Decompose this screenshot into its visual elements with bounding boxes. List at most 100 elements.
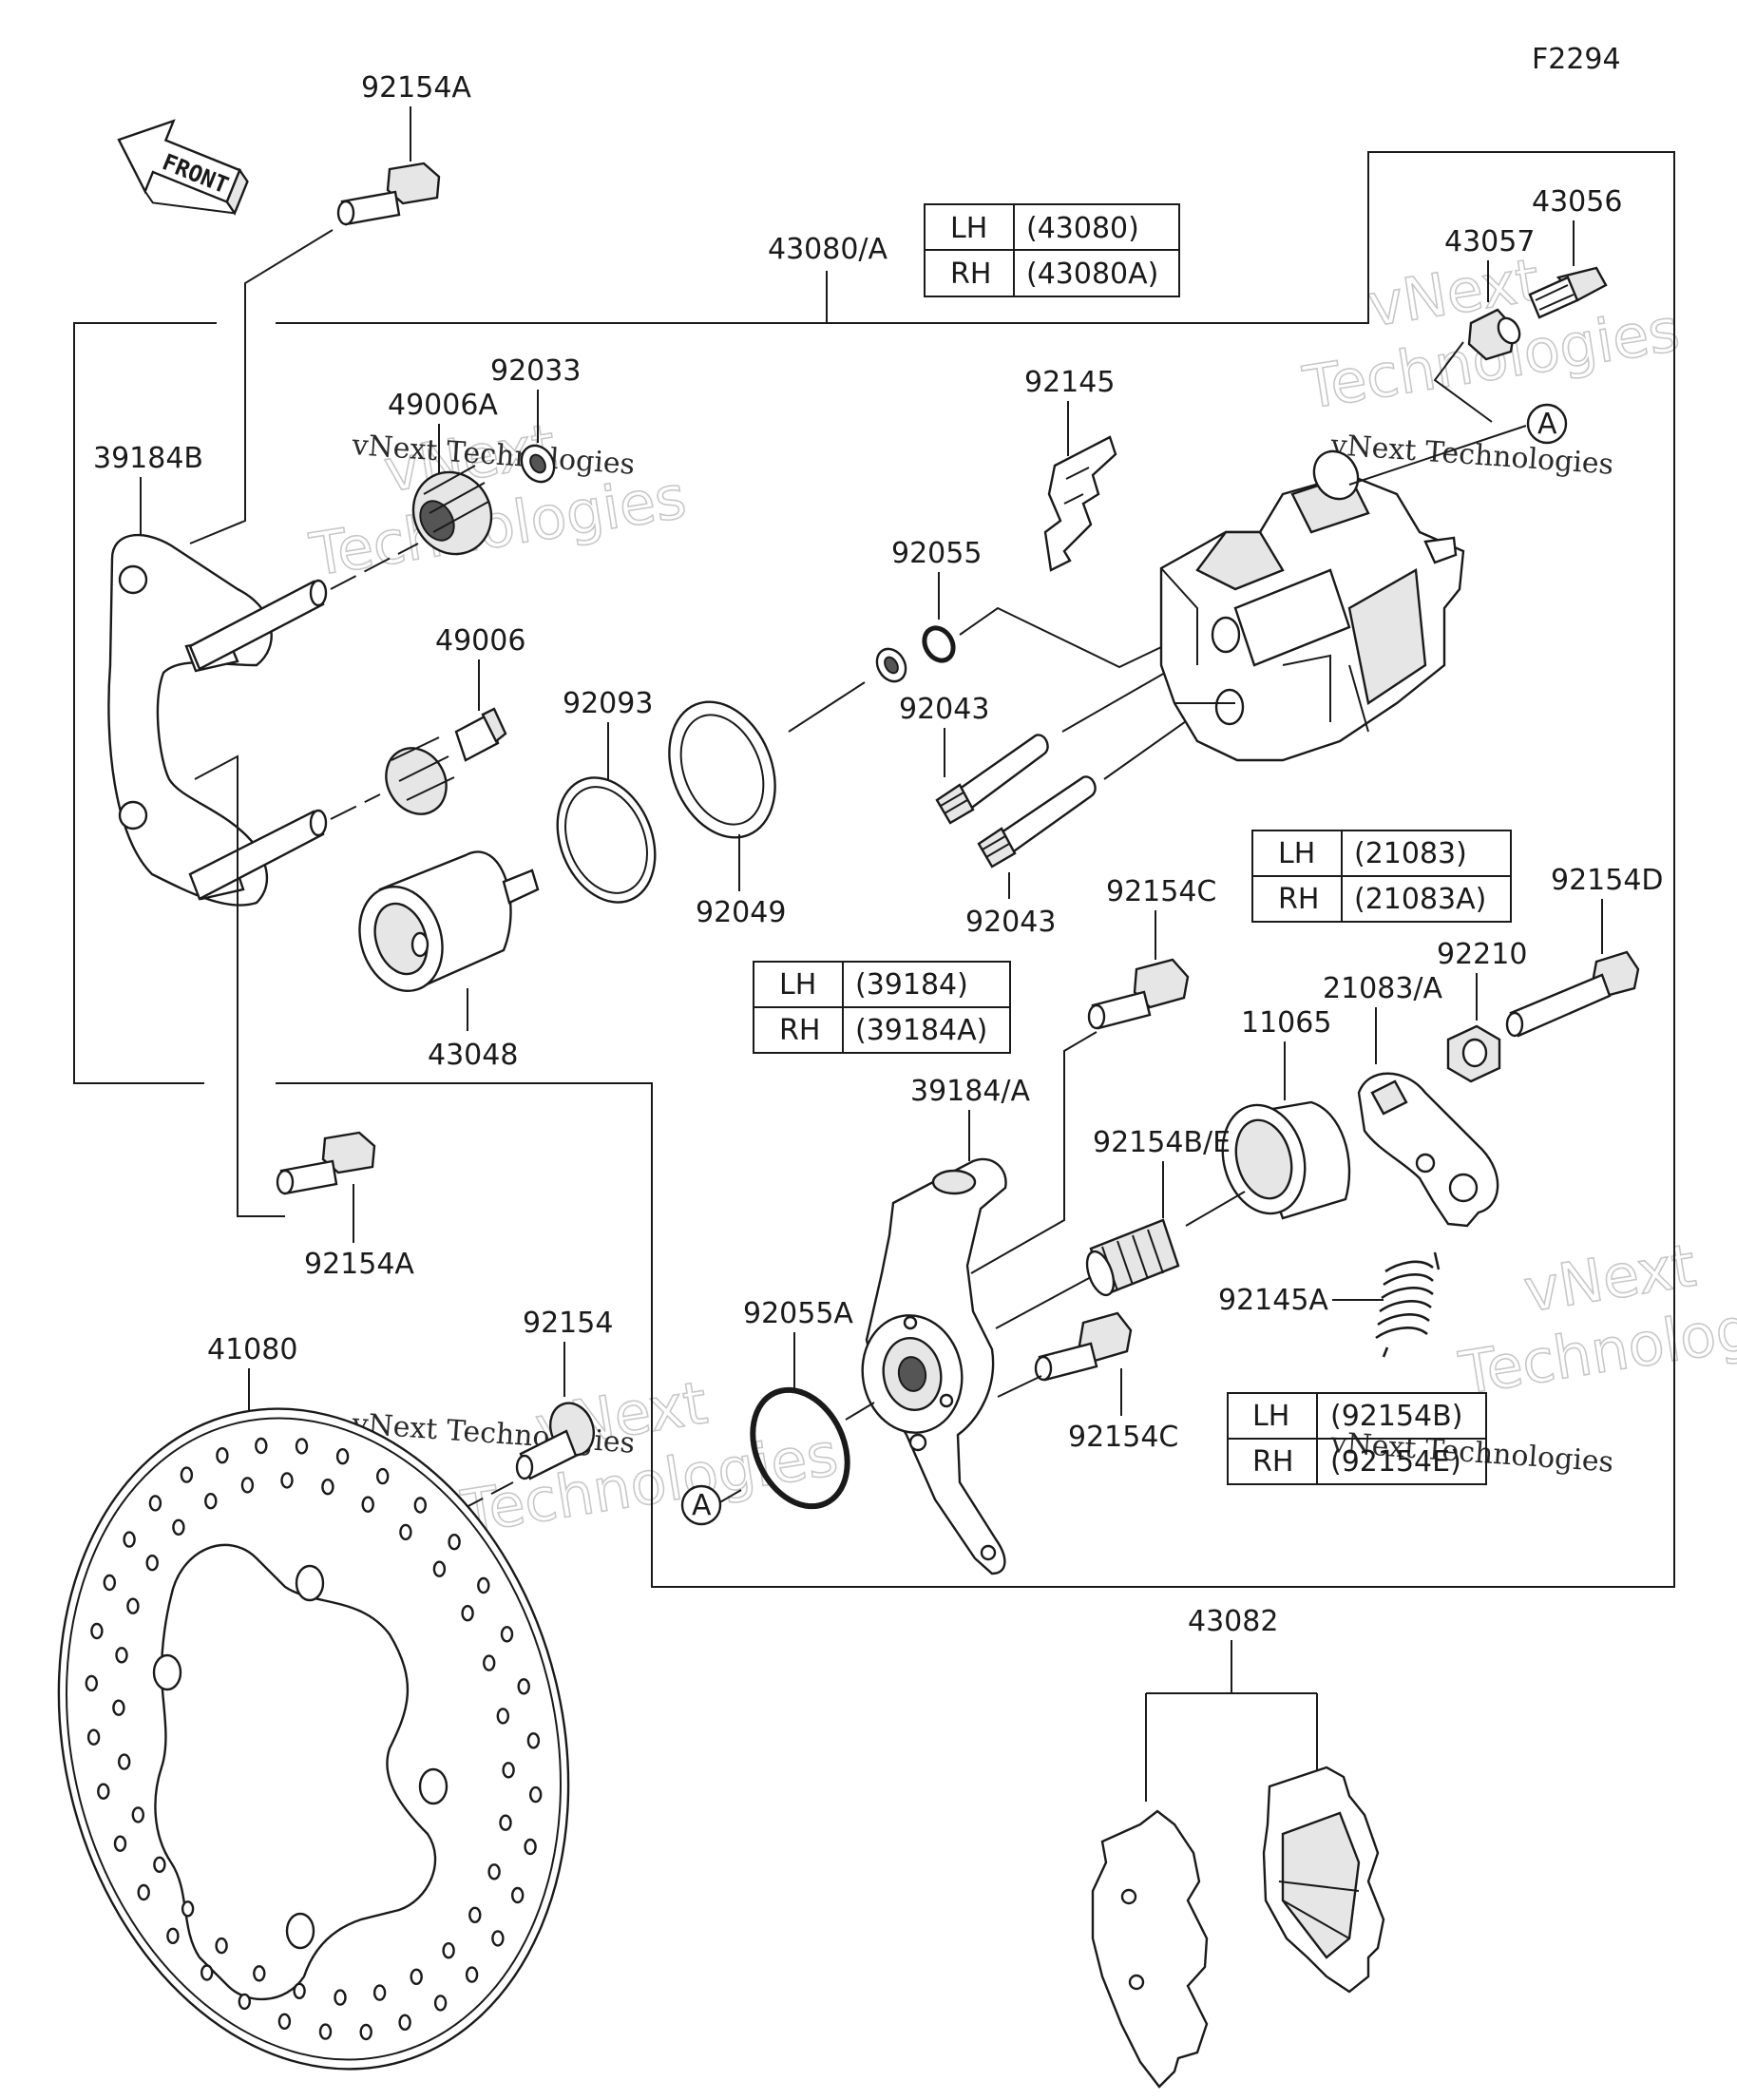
- table-43080: LH (43080) RH (43080A): [924, 203, 1180, 297]
- assembly-frame: [276, 151, 1675, 1588]
- lever-21083A: [1357, 1072, 1499, 1228]
- disc-vent-hole: [103, 1574, 117, 1592]
- disc-vent-hole: [468, 1906, 482, 1924]
- leader-line: [970, 1031, 1098, 1274]
- pad-43082-left: [1091, 1809, 1209, 2089]
- ring-92033: [520, 444, 556, 484]
- table-cell: RH: [779, 1014, 820, 1047]
- disc-vent-hole: [253, 1965, 266, 1982]
- leader-line: [1185, 1191, 1246, 1227]
- table-cell: LH: [950, 212, 987, 245]
- disc-vent-hole: [277, 2013, 292, 2031]
- table-cell: LH: [1252, 1400, 1289, 1433]
- bolt-92154D: [1505, 950, 1640, 1038]
- arm-39184A: [861, 1157, 1007, 1575]
- label-92154: 92154: [523, 1307, 613, 1340]
- disc-vent-hole: [487, 1863, 501, 1880]
- label-21083A: 21083/A: [1323, 972, 1443, 1005]
- disc-vent-hole: [172, 1518, 185, 1537]
- label-92055: 92055: [891, 537, 982, 570]
- table-cell: (92154B): [1330, 1400, 1462, 1433]
- disc-vent-hole: [361, 1496, 374, 1513]
- label-92055A: 92055A: [743, 1297, 853, 1330]
- disc-vent-hole: [398, 2014, 411, 2032]
- disc-vent-hole: [97, 1783, 110, 1800]
- disc-vent-hole: [413, 1497, 427, 1514]
- disc-vent-hole: [432, 1560, 447, 1577]
- ref-circle-A: [1526, 403, 1568, 445]
- leader-line: [845, 1402, 875, 1421]
- leader-line: [997, 1375, 1042, 1398]
- table-cell: (92154E): [1330, 1445, 1461, 1479]
- label-92043-a: 92043: [899, 693, 989, 726]
- watermark-caption: vNext Technologies: [1328, 429, 1614, 482]
- leader-line: [189, 229, 334, 544]
- disc-vent-hole: [376, 1467, 390, 1485]
- disc-vent-hole: [112, 1699, 125, 1716]
- label-92049: 92049: [696, 896, 786, 929]
- bleeder-43056: [1528, 266, 1608, 319]
- ref-circle-A: [680, 1484, 722, 1526]
- disc-vent-hole: [461, 1604, 474, 1622]
- disc-vent-hole: [238, 1993, 251, 2011]
- piston-43048: [358, 850, 540, 993]
- disc-vent-hole: [321, 1478, 334, 1496]
- label-92154A-top: 92154A: [361, 71, 471, 105]
- table-cell: (21083A): [1354, 883, 1486, 916]
- disc-vent-hole: [496, 1708, 509, 1725]
- label-43057: 43057: [1444, 225, 1535, 258]
- seal-92049: [668, 700, 776, 839]
- label-92033: 92033: [490, 354, 581, 388]
- disc-vent-hole: [448, 1533, 461, 1551]
- disc-vent-hole: [117, 1753, 131, 1770]
- clip-92145: [1043, 435, 1117, 572]
- adjuster-92154BE: [1085, 1218, 1180, 1297]
- disc-vent-hole: [359, 2023, 372, 2041]
- table-cell: (21083): [1354, 837, 1467, 870]
- disc-vent-hole: [410, 1968, 423, 1986]
- disc-vent-holes: [85, 1437, 543, 2041]
- disc-vent-hole: [90, 1622, 104, 1640]
- pin-49006: [385, 707, 507, 815]
- disc-vent-hole: [524, 1838, 537, 1856]
- disc-vent-hole: [240, 1477, 255, 1494]
- disc-vent-hole: [113, 1835, 127, 1852]
- table-21083: LH (21083) RH (21083A): [1251, 830, 1512, 923]
- oring-92055A: [750, 1386, 850, 1510]
- boot-49006A: [411, 465, 493, 556]
- label-92210: 92210: [1437, 938, 1527, 971]
- table-cell: RH: [950, 258, 991, 291]
- disc-vent-hole: [483, 1654, 496, 1671]
- table-cell: RH: [1252, 1445, 1293, 1479]
- label-41080: 41080: [207, 1333, 297, 1366]
- leader-line: [717, 1489, 742, 1504]
- table-cell: (39184): [855, 968, 968, 1002]
- label-43056: 43056: [1532, 185, 1622, 219]
- disc-vent-hole: [85, 1674, 99, 1692]
- leader-line: [1061, 664, 1179, 733]
- disc-vent-hole: [166, 1927, 180, 1945]
- label-43082: 43082: [1188, 1605, 1278, 1638]
- ref-A-bottom: A: [692, 1489, 712, 1522]
- pin-92043-a: [935, 734, 1049, 825]
- nut-92210: [1446, 1024, 1501, 1083]
- disc-vent-hole: [86, 1728, 101, 1746]
- disc-vent-hole: [465, 1966, 479, 1983]
- disc-vent-hole: [491, 1930, 505, 1947]
- leader-line: [788, 681, 866, 733]
- disc-vent-hole: [255, 1437, 268, 1455]
- boot-11065: [1221, 1100, 1351, 1220]
- label-39184B: 39184B: [93, 442, 203, 475]
- label-92093: 92093: [563, 687, 653, 720]
- label-49006: 49006: [435, 624, 525, 658]
- disc-vent-hole: [153, 1856, 166, 1874]
- disc-vent-hole: [280, 1472, 294, 1489]
- table-cell: (43080A): [1026, 258, 1158, 291]
- disc-vent-hole: [442, 1941, 455, 1959]
- leader-line: [959, 606, 1200, 669]
- label-92154C-a: 92154C: [1106, 875, 1216, 908]
- disc-vent-hole: [148, 1495, 162, 1512]
- bolt-92154C-b: [1034, 1311, 1133, 1382]
- disc-vent-hole: [204, 1492, 218, 1510]
